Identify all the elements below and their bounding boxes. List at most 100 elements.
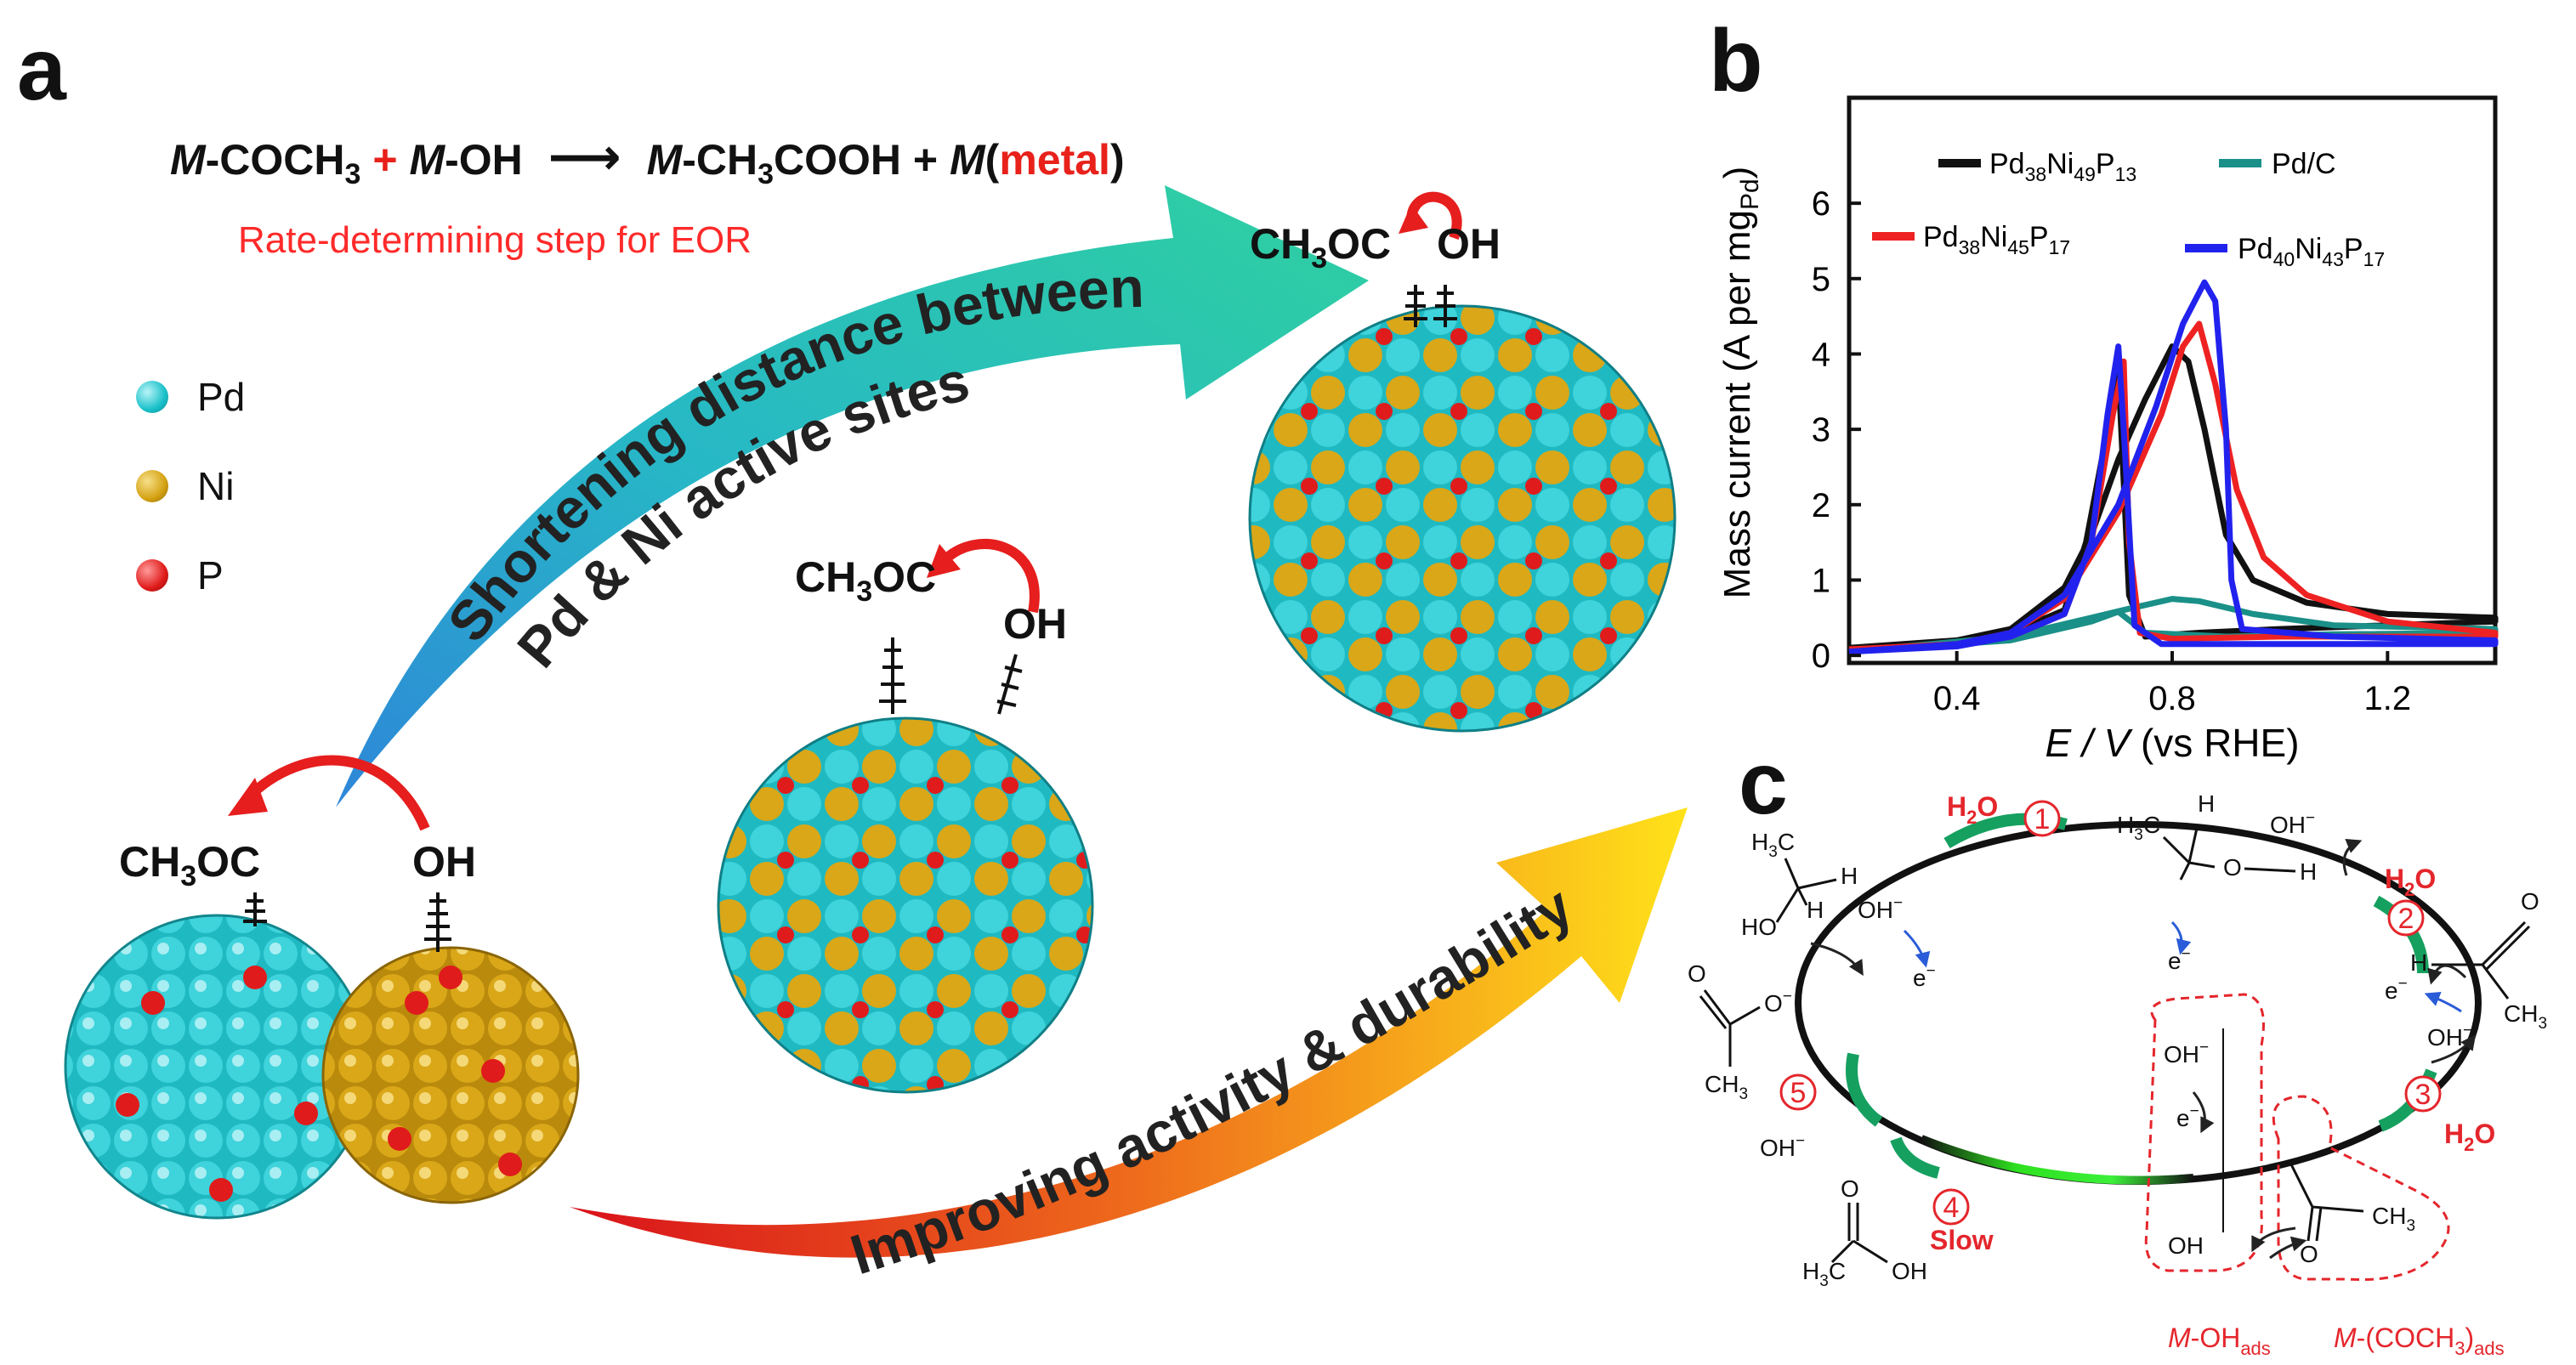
svg-text:H3C: H3C [2117,812,2160,844]
y-tick-label: 4 [1812,336,1830,373]
svg-text:CH3: CH3 [2504,1000,2547,1033]
left-acyl-label: CH3OC [119,838,261,892]
series-line-3 [1848,279,2499,655]
y-tick-label: 2 [1812,487,1830,524]
water-1: H2O [1947,791,1998,828]
svg-text:O: O [2521,888,2539,915]
svg-text:OH−: OH− [2427,1022,2472,1051]
svg-text:H: H [2198,790,2215,817]
panel-label-c: c [1739,734,1788,833]
svg-text:CH3: CH3 [1705,1071,1748,1103]
acyl-ads-region [2272,1095,2450,1282]
step-4: 4 [1943,1192,1960,1224]
mid-acyl-label: CH3OC [795,553,937,608]
y-tick-label: 0 [1812,637,1830,675]
transfer-arrowheads [228,204,1428,816]
dimer-particles [64,914,580,1220]
adsorption-bonds [243,285,1457,952]
svg-text:e−: e− [2176,1102,2199,1131]
chart-y-axis-label: Mass current (A per mgPd) [1716,167,1764,599]
svg-text:OH: OH [1892,1258,1927,1284]
rate-determining-step-note: Rate-determining step for EOR [238,219,752,261]
legend-p: P [136,552,224,598]
x-tick-label: 1.2 [2364,680,2412,717]
water-3: H2O [2444,1119,2495,1155]
svg-text:H: H [1807,897,1824,923]
svg-text:O: O [2223,854,2242,881]
legend-label-pd38ni45p17: Pd38Ni45P17 [1923,221,2070,258]
acetaldehyde-molecule: O H CH3 OH− [2410,888,2547,1051]
top-hydroxyl-label: OH [1437,220,1501,268]
top-acyl-label: CH3OC [1250,220,1392,275]
x-tick-label: 0.4 [1933,680,1981,717]
y-tick-label: 6 [1812,185,1830,223]
legend-label-pdc: Pd/C [2272,148,2336,180]
water-2: H2O [2385,864,2436,900]
mid-hydroxyl-label: OH [1003,600,1067,648]
electron-labels: e− e− e− [1913,945,2408,1004]
series-line-1 [1848,596,2499,655]
acetate-molecule: O− O CH3 OH− [1688,960,1805,1161]
p-atom-icon [136,559,168,592]
panel-label-a: a [17,20,66,119]
legend-label-pd38ni49p13: Pd38Ni49P13 [1989,148,2136,185]
ni-atom-icon [136,470,168,502]
y-tick-label: 3 [1812,411,1830,449]
svg-text:O: O [1841,1175,1859,1202]
step-number-markers: 1 2 3 4 5 [1779,800,2442,1226]
step-1: 1 [2034,803,2051,835]
ethanol-molecule: H3C H H HO OH− [1741,829,1903,940]
svg-text:H: H [2300,858,2317,885]
cv-chart: 0.4 0.8 1.2 0 1 2 3 4 5 6 E / V (vs RHE) Mass cur… [1716,95,2499,765]
chart-legend: Pd38Ni49P13 Pd/C Pd38Ni45P17 Pd40Ni43P17 [1872,148,2385,270]
y-tick-label: 1 [1812,562,1830,599]
reaction-equation: M-COCH3 + M-OH ⟶ M-CH3COOH + M(metal) [170,128,1125,190]
y-tick-label: 5 [1812,261,1830,298]
reaction-arrow-glyph: ⟶ [548,128,621,185]
svg-text:OH−: OH− [2270,809,2315,838]
panel-label-b: b [1709,12,1763,110]
svg-text:H3C: H3C [1802,1258,1846,1290]
svg-text:H: H [1841,863,1858,889]
water-labels: H2O H2O H2O [1947,791,2495,1155]
svg-text:O−: O− [1764,988,1792,1017]
alloy-particle [1248,304,1677,733]
m-acyl-ads-label: M-(COCH3)ads [2334,1323,2505,1359]
legend-ni: Ni [136,463,234,509]
catalytic-cycle-ring [1795,821,2482,1185]
svg-text:CH3: CH3 [2372,1203,2415,1235]
small-arrows [1810,839,2477,1260]
series-line-0 [1848,343,2499,651]
step-2: 2 [2398,903,2414,935]
m-oh-ads-label: M-OHads [2168,1323,2271,1359]
adsorbed-acyl: O CH3 [2289,1164,2415,1267]
step-3: 3 [2415,1079,2431,1111]
middle-particle [717,716,1094,1094]
mechanism-cycle: 1 2 3 4 5 Slow H2O H2O H2O H3C H H HO OH… [1688,790,2547,1359]
x-tick-label: 0.8 [2148,680,2196,717]
step-5: 5 [1790,1077,1807,1109]
svg-text:H3C: H3C [1751,829,1795,861]
slow-label: Slow [1930,1225,1994,1255]
acetic-acid-molecule: O H3C OH [1802,1175,1927,1290]
left-hydroxyl-label: OH [412,838,476,886]
ethoxide-molecule: H3C H O H OH− [2117,790,2317,885]
svg-text:H: H [2410,949,2427,976]
svg-text:e−: e− [2168,945,2191,974]
slow-step-highlight [1920,1135,2194,1185]
chart-x-axis-label: E / V (vs RHE) [2045,721,2299,765]
svg-text:e−: e− [1913,962,1936,991]
oh-ads-region [2144,993,2265,1272]
svg-text:OH−: OH− [1858,894,1903,923]
pd-atom-icon [136,381,168,413]
svg-text:e−: e− [2385,975,2408,1004]
svg-text:O: O [2300,1241,2318,1267]
svg-text:OH−: OH− [2164,1039,2209,1068]
svg-text:O: O [1688,960,1706,987]
legend-label-pd40ni43p17: Pd40Ni43P17 [2238,233,2385,270]
svg-text:OH−: OH− [1760,1132,1805,1161]
adsorbed-oh: OH− e− OH [2164,1028,2224,1259]
panel-a-arrows: Shortening distance between Pd & Ni acti… [64,185,1688,1286]
svg-text:HO: HO [1741,914,1777,940]
legend-pd: Pd [136,374,245,420]
